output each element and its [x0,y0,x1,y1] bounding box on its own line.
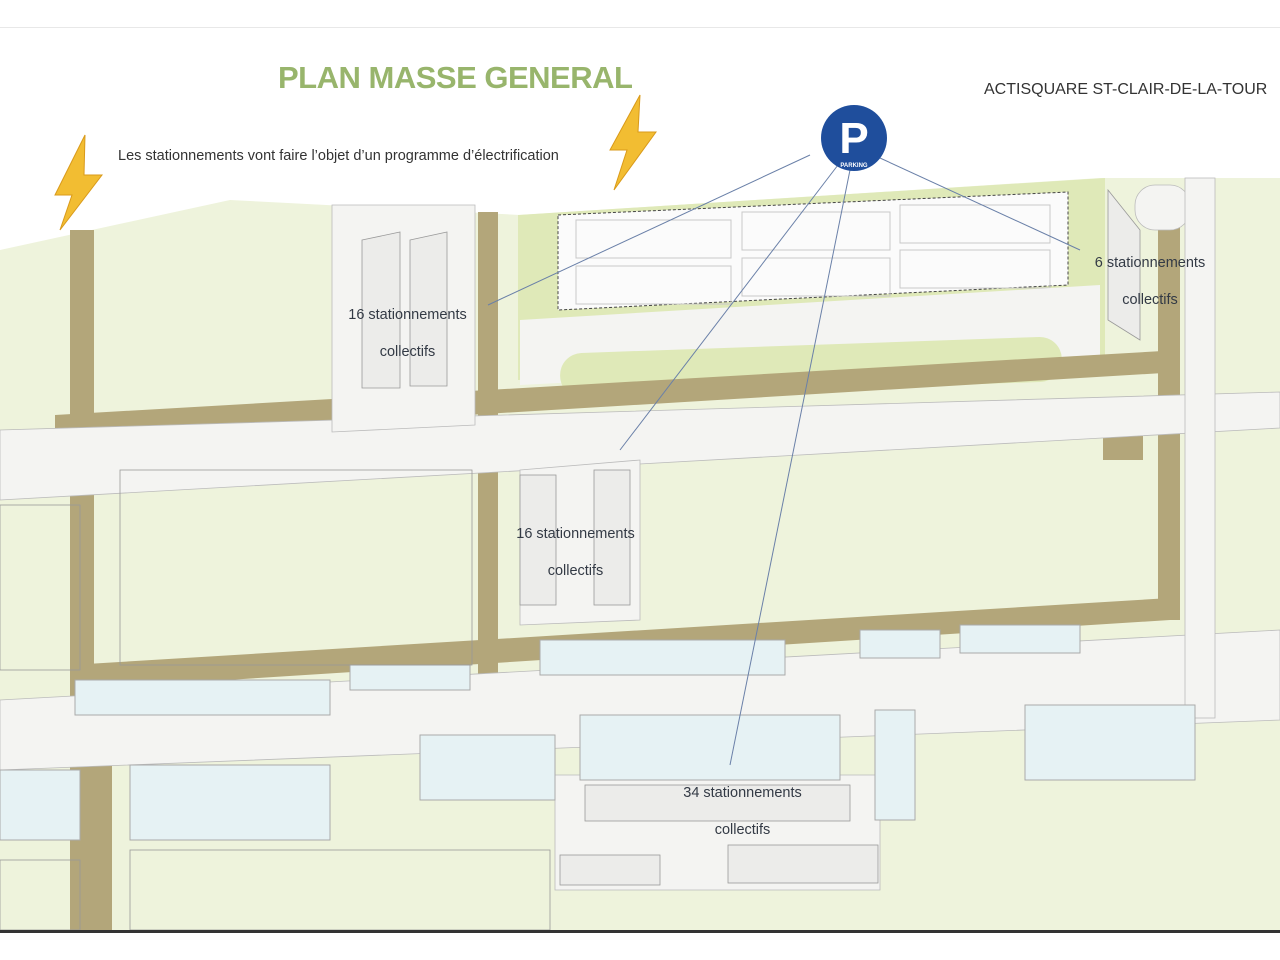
site-name: ACTISQUARE ST-CLAIR-DE-LA-TOUR [984,81,1268,98]
parking-label-south: 34 stationnements collectifs [665,775,820,849]
parking-count: 16 stationnements [516,526,635,542]
parking-type: collectifs [547,563,604,579]
lightning-icon [54,134,104,231]
building [557,191,1069,311]
top-divider [0,27,1280,28]
parking-type: collectifs [379,344,436,360]
lightning-icon [609,94,657,191]
basins [0,624,1196,841]
page-title: PLAN MASSE GENERAL [278,60,633,95]
parking-type: collectifs [714,822,771,838]
svg-text:P: P [839,114,868,163]
parking-bays [361,188,1141,886]
parking-sign-icon: P PARKING [821,105,887,171]
parking-label-north-west: 16 stationnements collectifs [330,297,485,371]
parking-count: 6 stationnements [1094,255,1206,271]
parking-type: collectifs [1122,292,1178,308]
electrification-note: Les stationnements vont faire l’objet d’… [118,148,559,164]
parking-label-center: 16 stationnements collectifs [498,516,653,590]
solar-panels [575,204,1051,305]
bottom-divider [0,930,1280,933]
svg-text:PARKING: PARKING [840,163,868,169]
leader-lines [487,154,1081,766]
parking-label-east: 6 stationnements collectifs [1075,245,1225,319]
parking-count: 16 stationnements [348,307,467,323]
parking-count: 34 stationnements [683,785,802,801]
